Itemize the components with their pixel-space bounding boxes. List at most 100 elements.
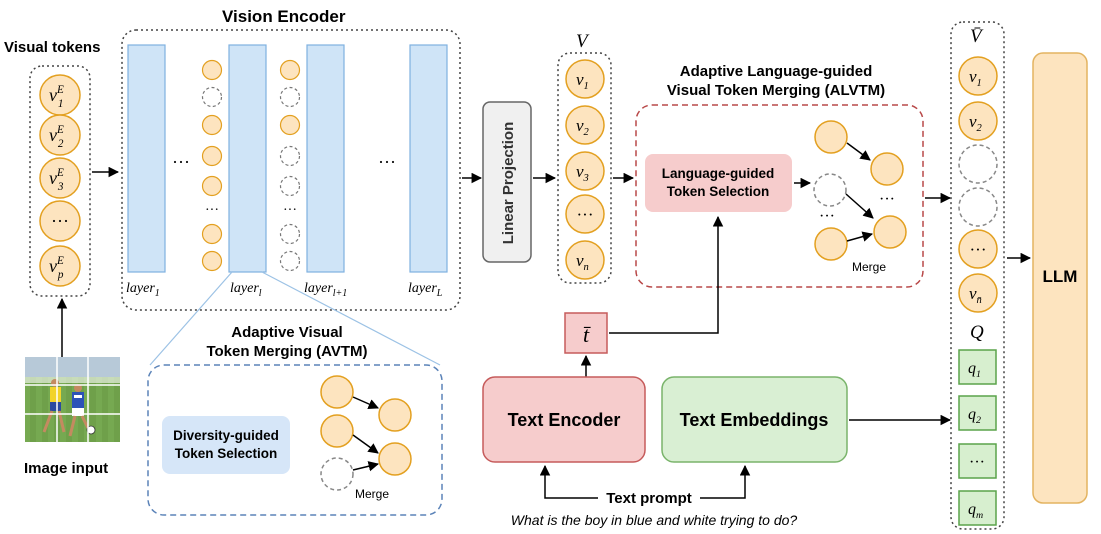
diversity-selection-line2: Token Selection [175,446,278,461]
visual-token-circle [39,245,81,287]
q-token-label: ··· [969,454,985,471]
vbar-pruned-token [958,144,998,184]
encoder-left-col-token [201,175,223,197]
ellipsis-right: ··· [378,152,396,172]
avtm-box [147,364,443,516]
t-bar-label: t̄ [583,322,591,347]
encoder-right-col-token [279,175,301,197]
encoder-left-col-dots: ··· [205,203,219,218]
v-token-circle [565,240,605,280]
layer-label: layer1 [126,281,160,299]
callout-line-right [261,271,441,366]
encoder-left-col-token [201,250,223,272]
v-token-label: v3 [576,162,589,184]
linear-projection-label: Linear Projection [500,122,517,245]
vbar-token-circle [958,56,998,96]
v-token-label: vn [576,251,589,273]
diversity-selection-box [162,416,290,474]
vision-encoder-title: Vision Encoder [222,7,346,26]
callout-line-left [149,271,233,366]
visual-token-circle [39,114,81,156]
alvtm-ellipsis-right: ··· [879,191,895,208]
alvtm-ellipsis-left: ··· [819,208,835,225]
language-selection-line2: Token Selection [667,184,770,199]
alvtm-title-2: Visual Token Merging (ALVTM) [667,82,885,99]
image-input [25,357,120,442]
encoder-left-col-token [201,86,223,108]
q-token-label: q1 [968,360,981,380]
arrow-tbar-to-selection [609,215,724,334]
vbar-token-label: ··· [970,240,987,259]
ellipsis-left: ··· [172,152,190,172]
vbar-title: V̄ [970,26,984,47]
layer-bar [409,44,448,273]
text-prompt-question: What is the boy in blue and white trying… [511,512,798,528]
v-token-circle [565,151,605,191]
layer-label: layerL [408,281,443,299]
visual-token-circle [39,200,81,242]
layer-bar [306,44,345,273]
v-column-title: V [576,31,590,52]
arrow-prompt-to-embeddings [700,464,751,499]
q-token-box [958,395,997,431]
alvtm-box [635,104,924,288]
t-bar-box [564,312,608,354]
vbar-pruned-token [958,187,998,227]
linear-projection-box [482,101,532,263]
text-encoder-box [482,376,646,463]
alvtm-title-1: Adaptive Language-guided [680,63,873,80]
q-token-label: q2 [968,406,981,426]
layer-label: layerl [230,281,262,299]
q-token-label: qm [968,501,983,521]
avtm-merge-graph [320,375,412,491]
image-input-label: Image input [24,460,108,477]
text-encoder-label: Text Encoder [508,410,621,430]
vision-encoder-group [121,29,461,311]
language-selection-box [645,154,792,212]
encoder-right-col-token [279,145,301,167]
arrow-prompt-to-encoder [539,464,598,499]
alvtm-merge-label: Merge [852,260,886,274]
v-token-circle [565,105,605,145]
encoder-right-col-token [279,223,301,245]
encoder-right-col-token [279,59,301,81]
encoder-left-col-token [201,145,223,167]
encoder-left-col-token [201,59,223,81]
q-token-box [958,349,997,385]
v-token-label: v2 [576,116,590,138]
vbar-token-circle [958,273,998,313]
layer-bars: layer1 layerl layerl+1 layerL [126,44,448,299]
v-token-circle [565,59,605,99]
text-prompt-label: Text prompt [606,490,692,507]
encoder-left-col-token [201,223,223,245]
language-selection-line1: Language-guided [662,166,775,181]
llm-box [1032,52,1088,504]
alvtm-merge-graph [813,120,907,261]
q-token-list: q1 q2 ··· qm [958,349,997,526]
v-token-circle [565,194,605,234]
vbar-token-label: v2 [969,112,983,134]
avtm-title-2: Token Merging (AVTM) [206,343,367,360]
q-token-box [958,490,997,526]
v-token-label: v1 [576,70,589,92]
encoder-left-col-token [201,114,223,136]
q-token-box [958,443,997,479]
v-token-label: ··· [577,205,594,224]
diversity-selection-line1: Diversity-guided [173,428,279,443]
encoder-right-col-token [279,86,301,108]
vbar-token-circle [958,101,998,141]
text-embeddings-label: Text Embeddings [680,410,829,430]
encoder-token-columns: ··· ··· [201,59,301,272]
llm-label: LLM [1043,267,1078,286]
v-token-list: v1 v2 v3 ··· vn [565,59,605,280]
visual-tokens-title: Visual tokens [4,39,100,56]
v-column-group [557,52,612,284]
encoder-right-col-dots: ··· [283,203,297,218]
layer-label: layerl+1 [304,281,347,299]
avtm-title-1: Adaptive Visual [231,324,342,341]
vbar-token-circle [958,229,998,269]
